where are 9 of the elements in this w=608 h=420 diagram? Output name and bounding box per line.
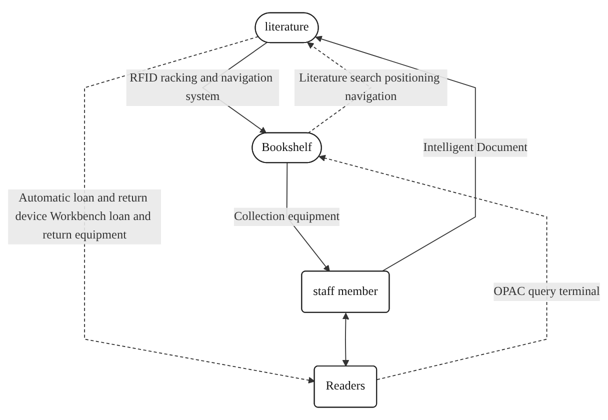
edge-label: Collection equipment bbox=[234, 210, 340, 223]
arrow bbox=[318, 154, 548, 380]
edge-label: Literature search positioning navigation bbox=[299, 72, 440, 103]
edge-label: Automatic loan and return device Workbench loan and return equipment bbox=[15, 192, 151, 242]
edge-label: OPAC query terminal bbox=[494, 284, 600, 298]
arrow bbox=[342, 312, 350, 367]
edge-label: RFID racking and navigation system bbox=[130, 72, 273, 103]
edge-label: Intelligent Document bbox=[423, 140, 528, 154]
arrow bbox=[84, 36, 315, 384]
